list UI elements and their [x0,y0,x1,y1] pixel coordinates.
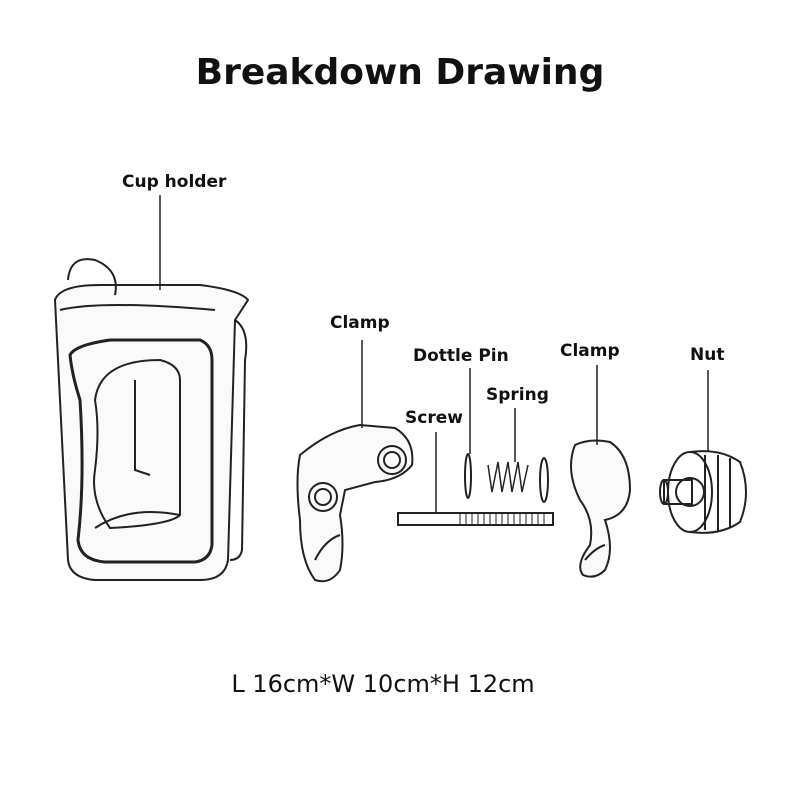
cup-holder-drawing [53,258,250,581]
label-spring: Spring [486,385,549,405]
page-title: Breakdown Drawing [195,52,605,93]
screw-drawing [397,512,554,526]
washer-drawing [539,457,549,503]
dottle-pin-drawing [464,453,472,499]
label-clamp-left: Clamp [330,313,390,333]
spring-drawing [487,461,529,493]
label-nut: Nut [690,345,725,365]
label-cup-holder: Cup holder [122,172,227,192]
clamp-left-drawing [296,423,414,583]
clamp-right-drawing [570,439,632,578]
label-screw: Screw [405,408,463,428]
dimensions-text: L 16cm*W 10cm*H 12cm [231,670,535,698]
label-clamp-right: Clamp [560,341,620,361]
nut-drawing [659,450,747,534]
label-dottle-pin: Dottle Pin [413,346,509,366]
